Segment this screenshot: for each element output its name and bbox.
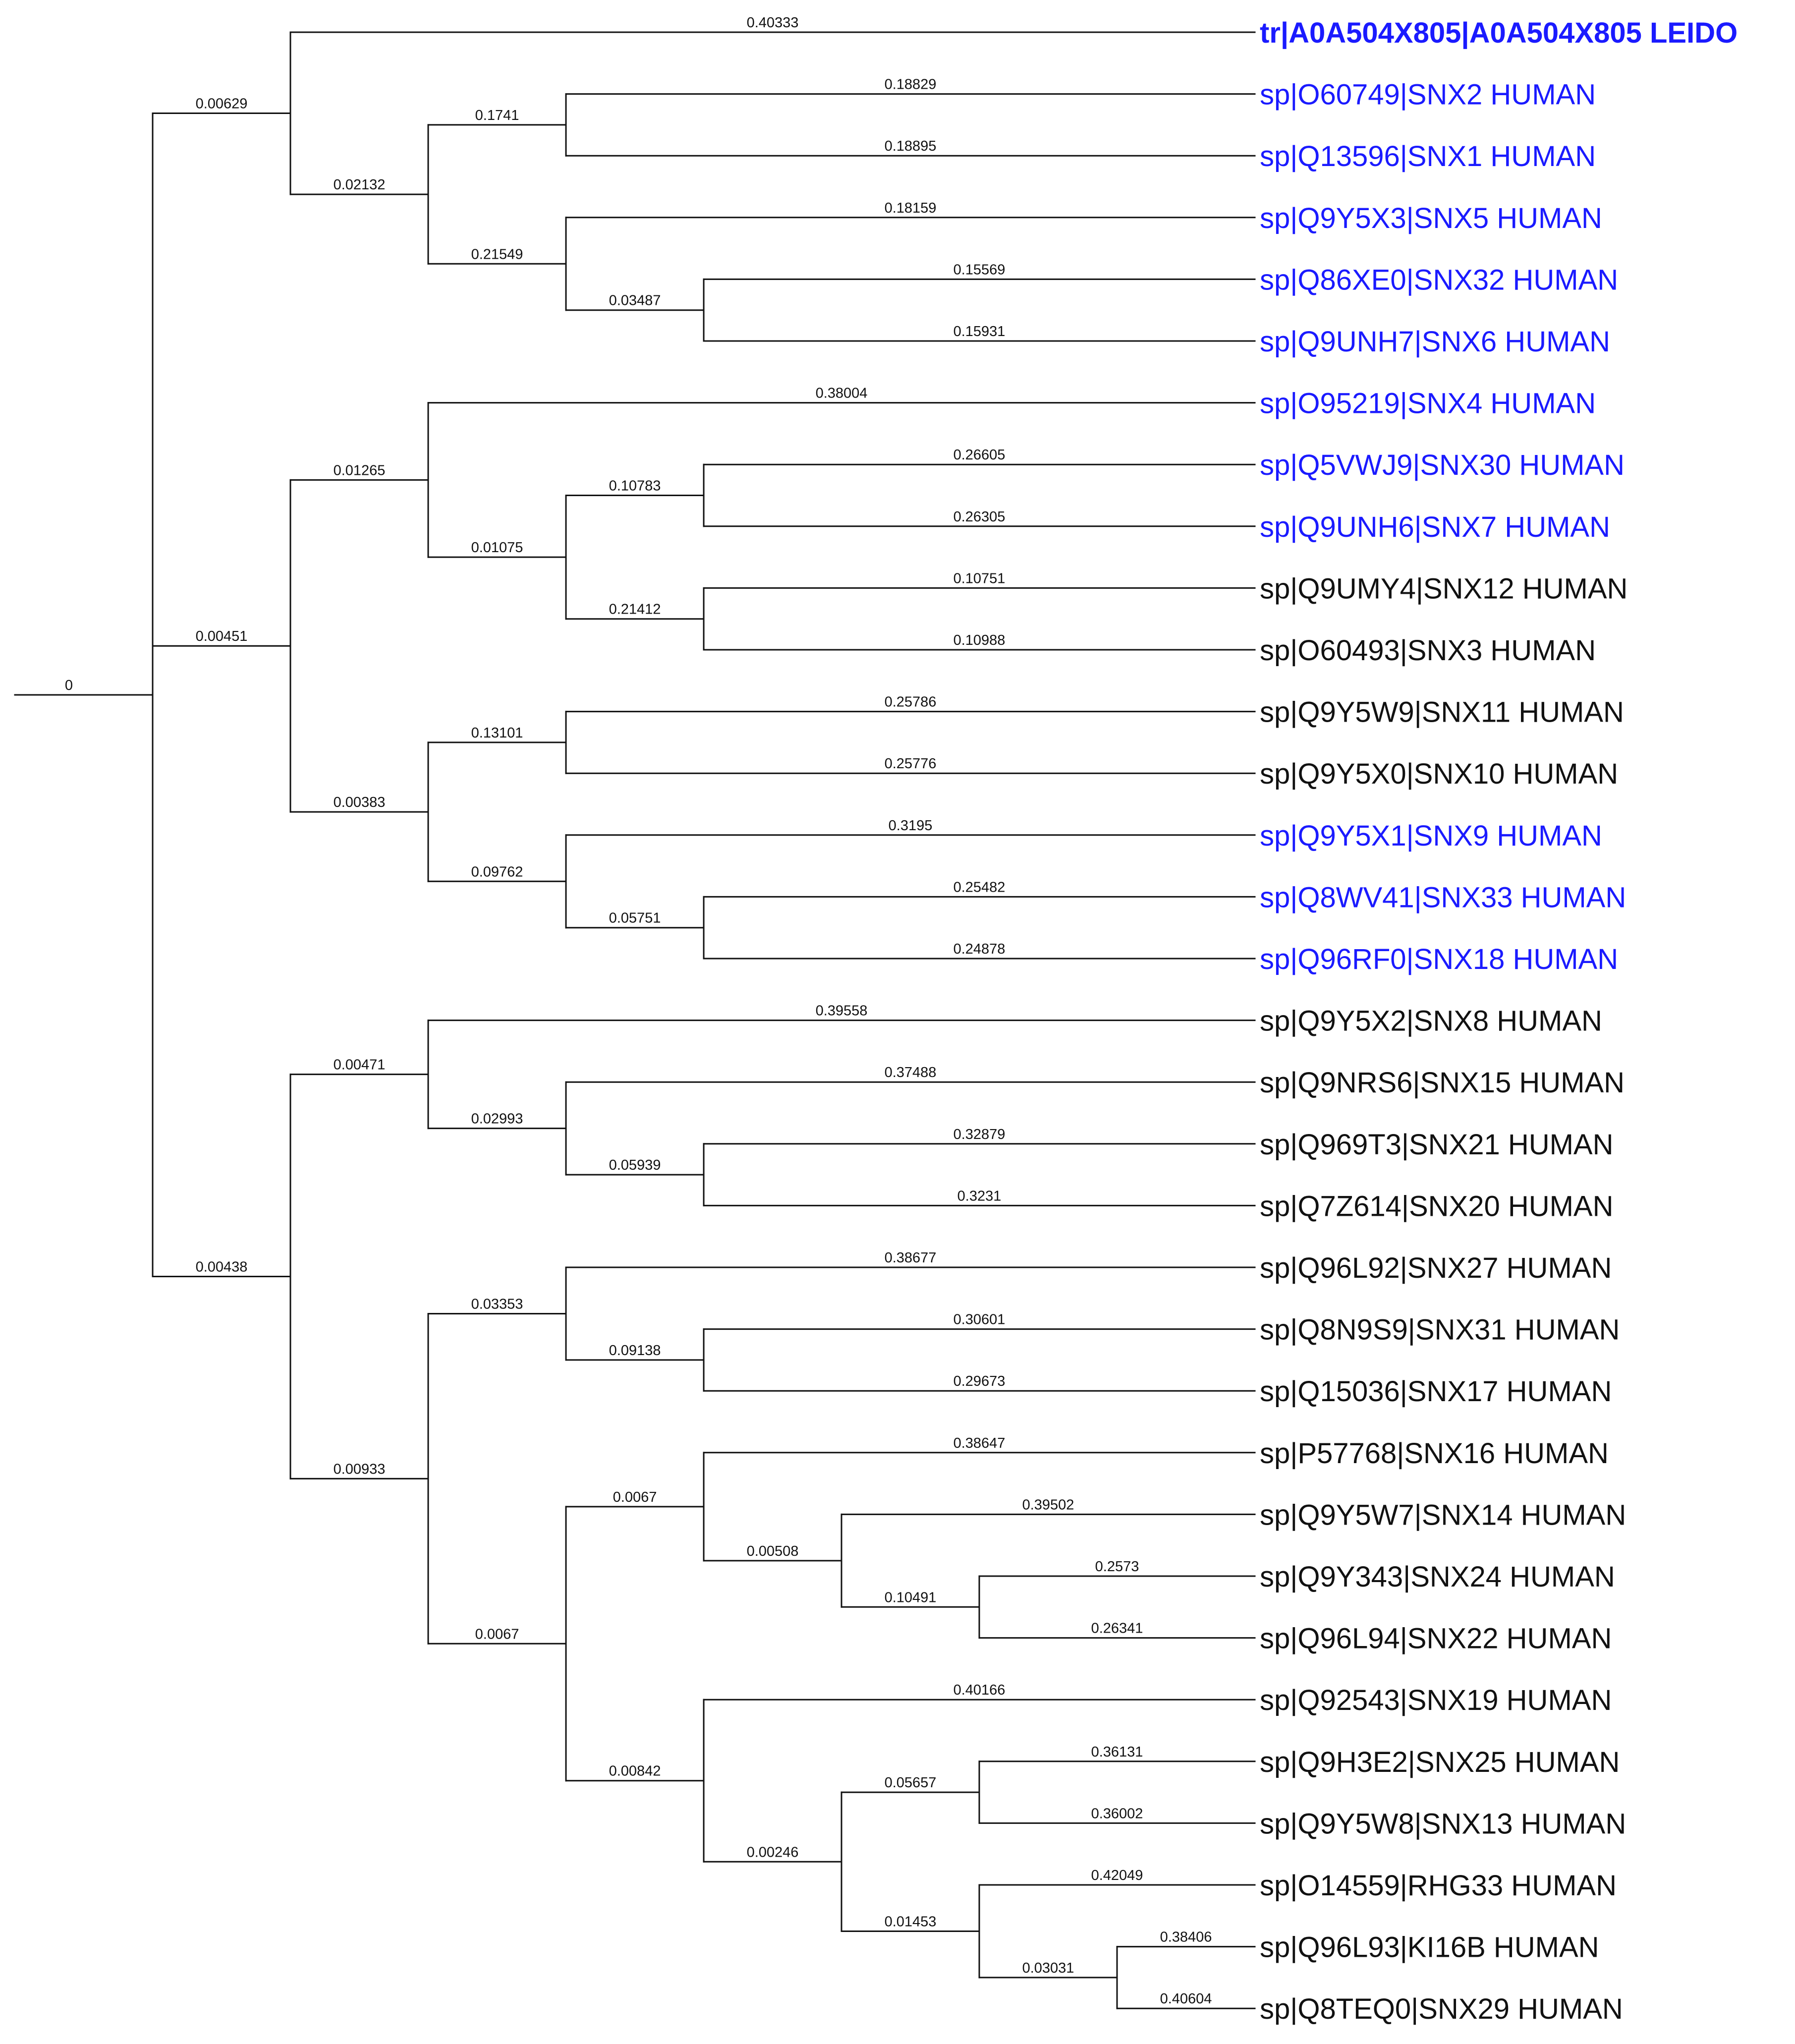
branch-length-label: 0.0067 xyxy=(613,1489,657,1505)
branch-length-label: 0.00933 xyxy=(334,1461,386,1477)
branch-length-label: 0.32879 xyxy=(954,1127,1006,1142)
root-label: 0 xyxy=(65,678,73,693)
leaf-label: sp|Q9Y5W9|SNX11 HUMAN xyxy=(1260,696,1624,729)
leaf-label: sp|Q8N9S9|SNX31 HUMAN xyxy=(1260,1314,1620,1346)
leaf-label: sp|P57768|SNX16 HUMAN xyxy=(1260,1437,1609,1470)
branch-length-label: 0.18159 xyxy=(885,200,937,216)
branch-length-label: 0.36002 xyxy=(1091,1806,1143,1821)
leaf-label: sp|Q5VWJ9|SNX30 HUMAN xyxy=(1260,449,1625,481)
leaf-label: sp|Q9NRS6|SNX15 HUMAN xyxy=(1260,1067,1625,1099)
branch-length-label: 0.21549 xyxy=(471,246,523,262)
branch-length-label: 0.29673 xyxy=(954,1373,1006,1389)
branch-length-label: 0.42049 xyxy=(1091,1868,1143,1883)
branch-length-label: 0.00629 xyxy=(196,96,248,112)
branch-length-label: 0.01265 xyxy=(334,462,386,478)
branch-length-label: 0.00508 xyxy=(747,1543,799,1559)
leaf-label: sp|Q9Y5W7|SNX14 HUMAN xyxy=(1260,1499,1626,1531)
leaf-label: sp|Q9UNH6|SNX7 HUMAN xyxy=(1260,511,1610,543)
leaf-label: sp|Q9Y5W8|SNX13 HUMAN xyxy=(1260,1808,1626,1840)
leaf-label: sp|Q9Y5X2|SNX8 HUMAN xyxy=(1260,1005,1602,1037)
branch-length-label: 0.00451 xyxy=(196,628,248,644)
branch-length-label: 0.21412 xyxy=(609,602,661,618)
branch-length-label: 0.10491 xyxy=(885,1590,937,1605)
leaf-label: sp|O14559|RHG33 HUMAN xyxy=(1260,1870,1617,1902)
branch-length-label: 0.05939 xyxy=(609,1157,661,1173)
leaf-label: sp|Q7Z614|SNX20 HUMAN xyxy=(1260,1190,1614,1222)
branch-length-label: 0.26341 xyxy=(1091,1621,1143,1637)
branch-length-label: 0.10988 xyxy=(954,632,1006,648)
branch-length-label: 0.02993 xyxy=(471,1111,523,1127)
leaf-label: sp|Q9Y5X1|SNX9 HUMAN xyxy=(1260,820,1602,852)
branch-length-label: 0.30601 xyxy=(954,1312,1006,1328)
branch-length-label: 0.05657 xyxy=(885,1775,937,1791)
branch-length-label: 0.03031 xyxy=(1022,1960,1074,1976)
branch-length-label: 0.00471 xyxy=(334,1057,386,1073)
branch-length-label: 0.40333 xyxy=(747,15,799,31)
branch-length-label: 0.03487 xyxy=(609,293,661,309)
branch-length-label: 0.40166 xyxy=(954,1682,1006,1698)
leaf-label: sp|Q96L94|SNX22 HUMAN xyxy=(1260,1623,1612,1655)
branch-length-label: 0.40604 xyxy=(1160,1991,1212,2007)
branch-length-label: 0.00246 xyxy=(747,1844,799,1860)
leaf-label: sp|O60493|SNX3 HUMAN xyxy=(1260,634,1596,667)
branch-length-label: 0.39502 xyxy=(1022,1497,1074,1513)
leaf-label: sp|Q9Y5X3|SNX5 HUMAN xyxy=(1260,202,1602,234)
branch-length-label: 0.15569 xyxy=(954,262,1006,278)
branch-length-label: 0.09762 xyxy=(471,864,523,880)
branch-length-label: 0.18895 xyxy=(885,138,937,154)
branch-length-label: 0.38677 xyxy=(885,1250,937,1266)
branch-length-label: 0.26305 xyxy=(954,509,1006,525)
leaf-label: sp|O95219|SNX4 HUMAN xyxy=(1260,388,1596,420)
branch-length-label: 0.25776 xyxy=(885,756,937,772)
branch-length-label: 0.2573 xyxy=(1095,1559,1139,1575)
branch-length-label: 0.38004 xyxy=(816,386,868,401)
branch-length-label: 0.00383 xyxy=(334,795,386,810)
leaf-label: sp|Q8WV41|SNX33 HUMAN xyxy=(1260,881,1626,913)
leaf-label: sp|Q8TEQ0|SNX29 HUMAN xyxy=(1260,1993,1623,2025)
leaf-label: sp|Q9UNH7|SNX6 HUMAN xyxy=(1260,326,1610,358)
branch-length-label: 0.3195 xyxy=(889,818,933,834)
leaf-label: sp|Q96L93|KI16B HUMAN xyxy=(1260,1931,1599,1964)
branch-length-label: 0.10783 xyxy=(609,478,661,494)
branch-length-label: 0.01075 xyxy=(471,540,523,556)
branch-length-label: 0.02132 xyxy=(334,177,386,193)
leaf-label: sp|Q969T3|SNX21 HUMAN xyxy=(1260,1129,1614,1161)
branch-length-label: 0.38406 xyxy=(1160,1930,1212,1945)
branch-length-label: 0.10751 xyxy=(954,570,1006,586)
branch-length-label: 0.05751 xyxy=(609,910,661,926)
leaf-label: tr|A0A504X805|A0A504X805 LEIDO xyxy=(1260,17,1738,49)
branch-length-label: 0.15931 xyxy=(954,324,1006,340)
branch-length-label: 0.01453 xyxy=(885,1914,937,1930)
leaf-label: sp|Q13596|SNX1 HUMAN xyxy=(1260,140,1596,172)
branch-length-label: 0.25482 xyxy=(954,879,1006,895)
branch-length-label: 0.09138 xyxy=(609,1343,661,1359)
leaf-label: sp|Q9H3E2|SNX25 HUMAN xyxy=(1260,1746,1620,1778)
branch-length-label: 0.03353 xyxy=(471,1296,523,1312)
leaf-label: sp|Q15036|SNX17 HUMAN xyxy=(1260,1375,1612,1408)
branch-length-label: 0.00842 xyxy=(609,1763,661,1779)
branch-length-label: 0.36131 xyxy=(1091,1744,1143,1760)
branch-length-label: 0.24878 xyxy=(954,941,1006,957)
leaf-label: sp|Q9Y343|SNX24 HUMAN xyxy=(1260,1561,1615,1593)
leaf-label: sp|O60749|SNX2 HUMAN xyxy=(1260,79,1596,111)
leaf-label: sp|Q96L92|SNX27 HUMAN xyxy=(1260,1252,1612,1284)
branch-length-label: 0.00438 xyxy=(196,1259,248,1275)
leaf-label: sp|Q9Y5X0|SNX10 HUMAN xyxy=(1260,758,1618,790)
branch-length-label: 0.25786 xyxy=(885,694,937,710)
branch-length-label: 0.0067 xyxy=(475,1626,519,1642)
leaf-label: sp|Q96RF0|SNX18 HUMAN xyxy=(1260,943,1618,975)
branch-length-label: 0.1741 xyxy=(475,108,519,123)
branch-length-label: 0.38647 xyxy=(954,1435,1006,1451)
branch-length-label: 0.18829 xyxy=(885,77,937,93)
branch-length-label: 0.37488 xyxy=(885,1065,937,1080)
branch-length-label: 0.26605 xyxy=(954,447,1006,463)
branch-length-label: 0.13101 xyxy=(471,725,523,741)
branch-length-label: 0.3231 xyxy=(957,1188,1002,1204)
leaf-label: sp|Q92543|SNX19 HUMAN xyxy=(1260,1684,1612,1716)
leaf-label: sp|Q86XE0|SNX32 HUMAN xyxy=(1260,264,1618,296)
branch-length-label: 0.39558 xyxy=(816,1003,868,1019)
leaf-label: sp|Q9UMY4|SNX12 HUMAN xyxy=(1260,572,1627,605)
